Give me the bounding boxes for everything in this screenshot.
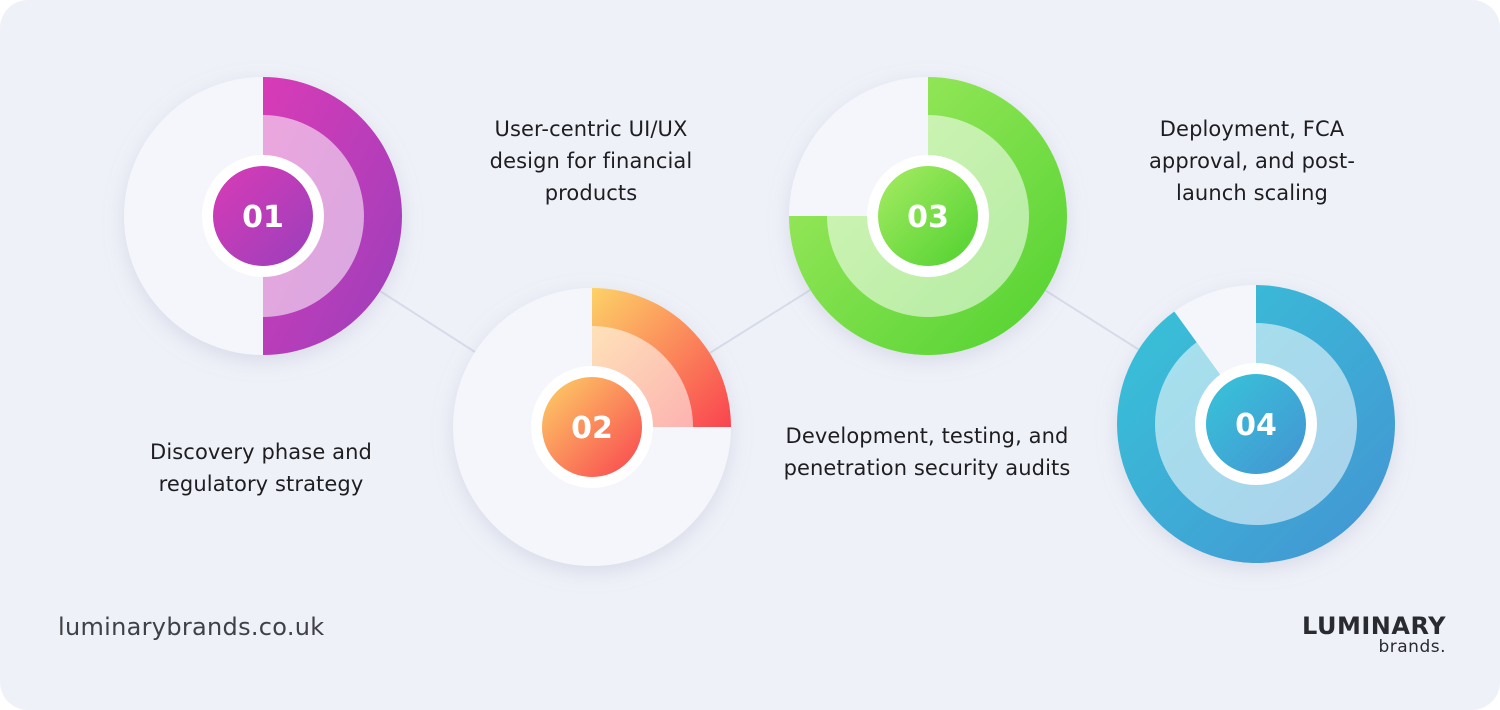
step-2-description: User-centric UI/UX design for financial …	[440, 113, 742, 209]
step-4-ring: 04	[1117, 285, 1395, 563]
step-2-number: 02	[571, 411, 613, 446]
website-url: luminarybrands.co.uk	[58, 613, 325, 641]
step-4-description-line-1: Deployment, FCA	[1159, 117, 1345, 141]
step-badge	[542, 377, 642, 477]
step-2-description-line-1: User-centric UI/UX	[494, 117, 688, 141]
progress-inner-band	[827, 115, 1029, 317]
step-1-description-line-1: Discovery phase and	[150, 440, 372, 464]
step-1-ring: 01	[124, 77, 402, 355]
step-4-description-line-3: launch scaling	[1176, 181, 1328, 205]
step-badge	[213, 166, 313, 266]
step-4-number: 04	[1235, 408, 1277, 443]
step-2-description-line-2: design for financial	[489, 149, 693, 173]
step-2-ring: 02	[453, 288, 731, 566]
step-badge	[1206, 374, 1306, 474]
brand-logo-sub: brands.	[1378, 637, 1446, 657]
progress-inner-band	[592, 326, 693, 427]
progress-inner-band	[1154, 323, 1357, 526]
step-3-description-line-2: penetration security audits	[783, 456, 1071, 480]
step-3-description: Development, testing, and penetration se…	[752, 420, 1102, 484]
brand-logo-name: LUMINARY	[1302, 612, 1446, 640]
step-1-number: 01	[242, 200, 284, 235]
step-3-ring: 03	[789, 77, 1067, 355]
progress-inner-band	[263, 115, 364, 317]
brand-logo: LUMINARY brands.	[1280, 612, 1446, 656]
step-1-description-line-2: regulatory strategy	[158, 472, 364, 496]
step-badge	[878, 166, 978, 266]
step-4-description: Deployment, FCA approval, and post- laun…	[1106, 113, 1398, 209]
step-2-description-line-3: products	[544, 181, 638, 205]
step-4-description-line-2: approval, and post-	[1148, 149, 1356, 173]
step-3-number: 03	[907, 200, 949, 235]
step-1-description: Discovery phase and regulatory strategy	[120, 436, 402, 500]
step-3-description-line-1: Development, testing, and	[785, 424, 1069, 448]
